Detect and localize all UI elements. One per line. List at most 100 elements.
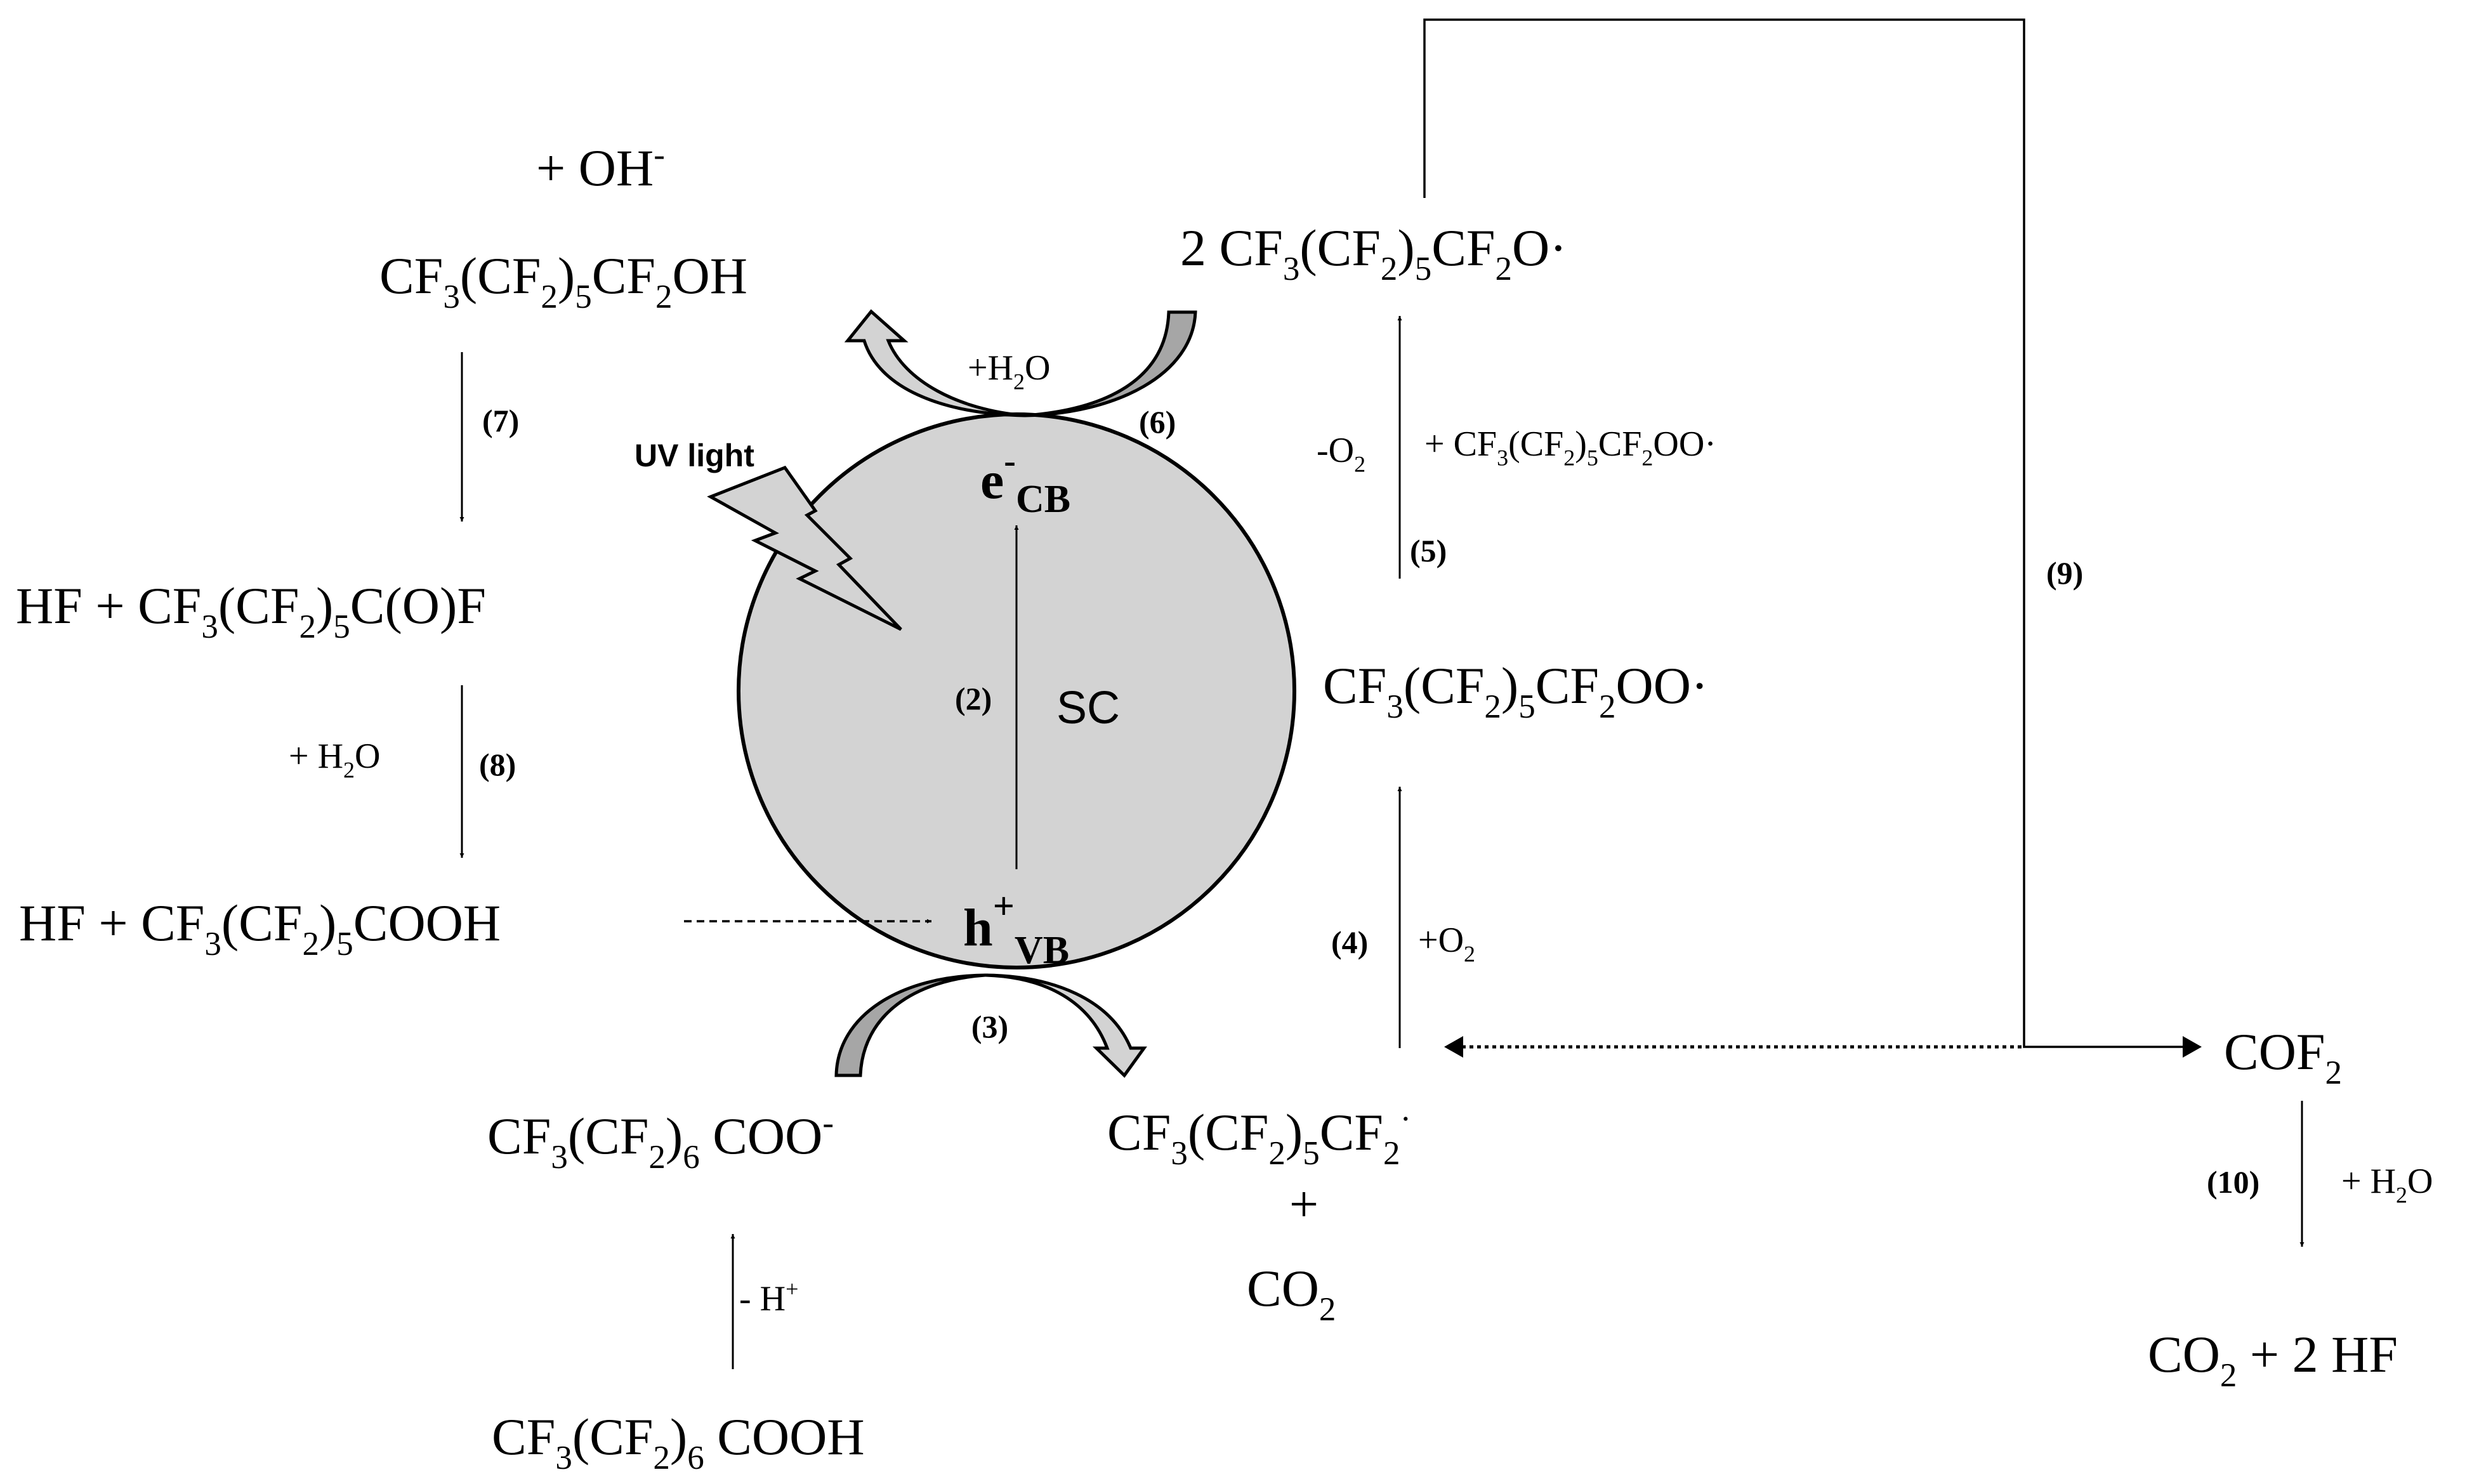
formula-text: (CF bbox=[572, 1408, 654, 1466]
formula-text: CF bbox=[1431, 219, 1495, 277]
formula-text: ) bbox=[319, 894, 336, 952]
water-condition-10: + H2O bbox=[2341, 1162, 2433, 1208]
formula-text: ) bbox=[1501, 657, 1518, 714]
uv-light-label: UV light bbox=[635, 438, 754, 473]
left-pathway: + OH- CF3(CF2)5CF2OH (7) HF + CF3(CF2)5C… bbox=[16, 136, 931, 962]
formula-text: + OH bbox=[536, 139, 654, 197]
subscript: 2 bbox=[1381, 251, 1398, 287]
formula-text: ) bbox=[1397, 219, 1414, 277]
subscript: 5 bbox=[575, 279, 592, 315]
oxygen-loss-condition: -O2 bbox=[1317, 431, 1365, 477]
subscript: 2 bbox=[1641, 445, 1653, 471]
subscript: 2 bbox=[343, 758, 355, 783]
species-pfhpa: HF + CF3(CF2)5COOH bbox=[19, 894, 501, 962]
formula-text: ) bbox=[670, 1408, 687, 1466]
subscript: 2 bbox=[1599, 688, 1616, 725]
subscript: 3 bbox=[555, 1440, 572, 1476]
water-condition-8: + H2O bbox=[289, 737, 380, 783]
subscript: 5 bbox=[1587, 445, 1598, 471]
subscript: 2 bbox=[1268, 1135, 1286, 1172]
formula-text: + CF bbox=[1424, 424, 1497, 464]
step-6-arrows: +H2O (6) bbox=[844, 309, 1197, 440]
step-9-label: (9) bbox=[2046, 555, 2083, 591]
subscript: 3 bbox=[551, 1139, 568, 1176]
formula-text: O bbox=[1025, 348, 1050, 388]
formula-text: ) bbox=[666, 1107, 683, 1165]
formula-text: +H bbox=[968, 348, 1013, 388]
step-3-label: (3) bbox=[971, 1009, 1008, 1044]
step-6-label: (6) bbox=[1139, 404, 1176, 440]
formula-text: (CF bbox=[1188, 1103, 1269, 1161]
outgoing-curved-arrow-icon bbox=[844, 309, 1025, 417]
conduction-band-electron: e-CB bbox=[980, 442, 1070, 521]
semiconductor-label: SC bbox=[1056, 683, 1120, 733]
plus-sign: + bbox=[1289, 1175, 1318, 1233]
subscript: 2 bbox=[2325, 1054, 2343, 1091]
subscript: 3 bbox=[201, 608, 218, 645]
semiconductor-particle: UV light e-CB (2) SC h+VB bbox=[635, 412, 1296, 972]
subscript: 5 bbox=[1415, 251, 1432, 287]
formula-text: CF bbox=[1320, 1103, 1383, 1161]
formula-text: ) bbox=[558, 247, 575, 305]
formula-text: + bbox=[1289, 1175, 1318, 1233]
subscript: 2 bbox=[1563, 445, 1575, 471]
arrowhead-to-cof2 bbox=[2183, 1036, 2202, 1058]
species-cof2: COF2 bbox=[2224, 1023, 2342, 1091]
species-pfoa: CF3(CF2)6 COOH bbox=[492, 1408, 865, 1476]
superscript: + bbox=[786, 1277, 798, 1302]
step-7-label: (7) bbox=[482, 403, 519, 438]
connector-step-9 bbox=[1423, 18, 2195, 1048]
subscript: 2 bbox=[1484, 688, 1501, 725]
formula-text: O· bbox=[1512, 219, 1567, 277]
formula-text: ) bbox=[1286, 1103, 1303, 1161]
formula-text: (CF bbox=[1508, 424, 1563, 464]
subscript: 2 bbox=[299, 608, 316, 645]
subscript: 2 bbox=[1354, 452, 1365, 477]
lightning-bolt-icon bbox=[707, 465, 902, 631]
species-alkoxy-radical: 2 CF3(CF2)5CF2O· bbox=[1180, 219, 1567, 287]
formula-text: COO bbox=[700, 1107, 823, 1165]
oxygen-addition-condition: +O2 bbox=[1418, 921, 1475, 967]
species-pfoa-anion: CF3(CF2)6 COO- bbox=[487, 1105, 834, 1176]
outgoing-curved-arrow-3-icon bbox=[985, 973, 1147, 1078]
subscript: 2 bbox=[653, 1440, 670, 1476]
formula-text: HF + CF bbox=[16, 577, 201, 634]
formula-text: 2 CF bbox=[1180, 219, 1283, 277]
step-8-label: (8) bbox=[479, 747, 516, 782]
subscript: 6 bbox=[683, 1139, 700, 1176]
formula-text: OO· bbox=[1653, 424, 1716, 464]
step-4-label: (4) bbox=[1331, 924, 1368, 960]
subscript: 2 bbox=[302, 926, 319, 962]
radical-pathway: CF3(CF2)5CF2· + CO2 (4) +O2 CF3(CF2)5CF2… bbox=[1107, 219, 1716, 1328]
subscript: 5 bbox=[336, 926, 353, 962]
formula-text: ) bbox=[316, 577, 333, 634]
formula-text: CF bbox=[1323, 657, 1386, 714]
peroxy-coreactant-condition: + CF3(CF2)5CF2OO· bbox=[1424, 424, 1716, 471]
species-perfluoroheptanol: CF3(CF2)5CF2OH bbox=[379, 247, 747, 315]
subscript: 3 bbox=[204, 926, 221, 962]
formula-text: +O bbox=[1418, 921, 1464, 960]
subscript: 3 bbox=[443, 279, 460, 315]
subscript: 2 bbox=[2220, 1357, 2237, 1394]
valence-band-hole: h+VB bbox=[963, 885, 1069, 972]
formula-text: COF bbox=[2224, 1023, 2325, 1080]
formula-text: CF bbox=[592, 247, 655, 305]
formula-text: CF bbox=[492, 1408, 555, 1466]
species-co2: CO2 bbox=[1247, 1259, 1336, 1328]
formula-text: C(O)F bbox=[350, 577, 486, 634]
formula-text: CF bbox=[379, 247, 443, 305]
species-perfluoroheptyl-radical: CF3(CF2)5CF2· bbox=[1107, 1101, 1411, 1172]
subscript: 2 bbox=[2396, 1183, 2407, 1208]
formula-text: (CF bbox=[1404, 657, 1485, 714]
species-acyl-fluoride: HF + CF3(CF2)5C(O)F bbox=[16, 577, 486, 645]
subscript: 2 bbox=[1013, 369, 1025, 395]
subscript: 2 bbox=[1496, 251, 1513, 287]
formula-text: CF bbox=[1107, 1103, 1171, 1161]
species-final-products: CO2 + 2 HF bbox=[2148, 1325, 2398, 1394]
subscript: 2 bbox=[1464, 942, 1475, 967]
subscript: 3 bbox=[1497, 445, 1508, 471]
formula-text: -O bbox=[1317, 431, 1354, 470]
superscript: · bbox=[1400, 1101, 1412, 1138]
formula-text: + H bbox=[289, 737, 343, 776]
subscript: 3 bbox=[1386, 688, 1404, 725]
